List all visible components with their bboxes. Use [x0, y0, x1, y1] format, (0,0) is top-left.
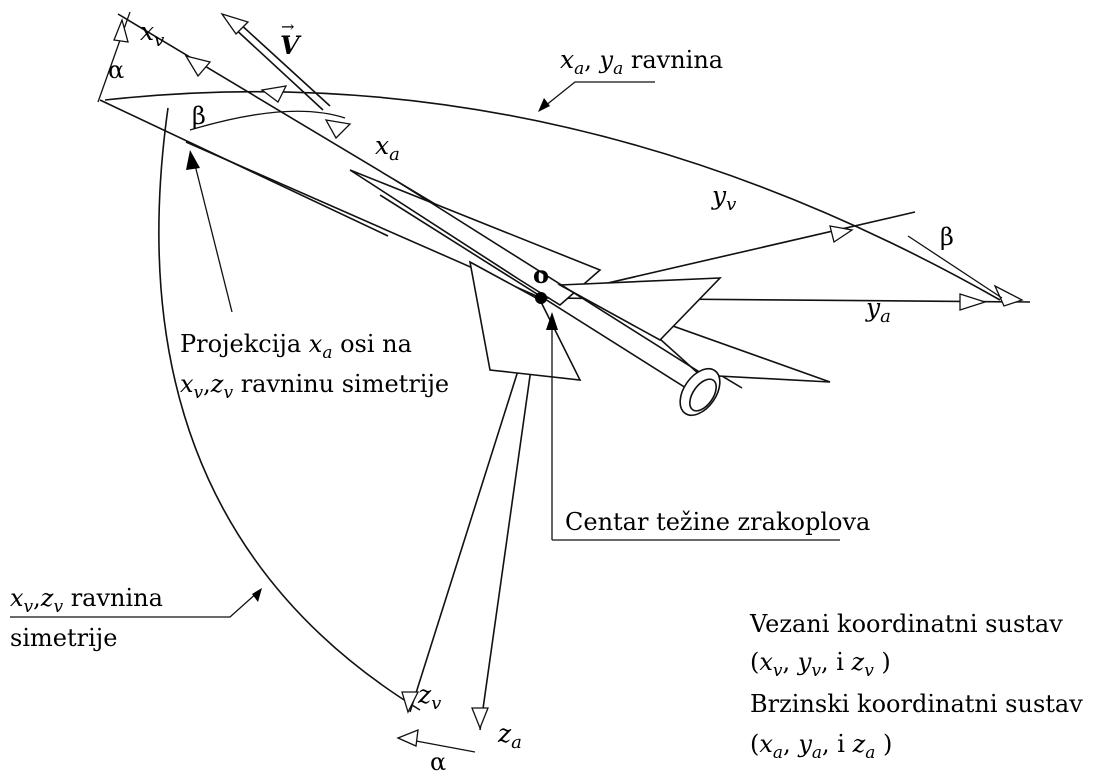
xa-ya-plane-arc — [104, 90, 1001, 301]
center-of-gravity-annotation: Centar težine zrakoplova — [565, 508, 870, 536]
symmetry-plane-leader — [10, 591, 259, 618]
yv-arrowhead — [829, 225, 854, 244]
aircraft-model — [349, 169, 831, 416]
xa-label: xa — [375, 131, 400, 165]
zv-label: zv — [417, 680, 441, 714]
xa-arrowhead — [324, 119, 352, 140]
projection-leader-arrow — [186, 150, 200, 170]
projection-annotation-line2: xv,zv ravninu simetrije — [180, 370, 449, 403]
velocity-vector-line — [231, 25, 324, 111]
zv-arrowhead — [401, 691, 420, 714]
symmetry-plane-annotation-line1: xv,zv ravnina — [10, 584, 163, 617]
symmetry-plane-leader-arrow — [252, 588, 262, 602]
za-label: za — [497, 719, 522, 753]
alpha-bottom-label: α — [430, 748, 446, 776]
symmetry-plane-arc — [158, 107, 421, 711]
velocity-system-axes: (xa, ya, i za ) — [750, 730, 892, 763]
beta-arc-top — [189, 110, 346, 131]
yv-label: yv — [711, 181, 736, 215]
beta-top-label: β — [192, 102, 206, 130]
za-arrowhead — [471, 707, 489, 730]
xa-ya-plane-leader-arrow — [538, 98, 550, 112]
velocity-vector-arrow-mark: → — [281, 17, 294, 36]
velocity-system-title: Brzinski koordinatni sustav — [750, 690, 1083, 718]
xa-ya-plane-leader — [539, 81, 655, 111]
alpha-arm-left — [97, 11, 131, 103]
body-system-axes: (xv, yv, i zv ) — [750, 648, 891, 681]
alpha-bottom-arrow — [396, 728, 419, 747]
projection-annotation-line1: Projekcija xa osi na — [180, 330, 412, 363]
ya-label: ya — [865, 293, 891, 327]
beta-right-arm — [907, 235, 1003, 299]
ya-arrowhead — [959, 293, 988, 311]
xv-label: xv — [140, 17, 164, 51]
beta-right-label: β — [940, 223, 954, 251]
xa-ya-plane-annotation: xa, ya ravnina — [560, 45, 723, 79]
velocity-label: V — [280, 31, 302, 60]
symmetry-plane-annotation-line2: simetrije — [10, 624, 117, 652]
center-of-gravity-point — [535, 292, 547, 304]
origin-label: o — [533, 260, 549, 289]
xa-arrowhead-2 — [260, 85, 288, 103]
velocity-vector-line2 — [237, 21, 331, 107]
velocity-arrowhead — [220, 12, 250, 36]
xv-arrowhead — [184, 54, 212, 78]
body-system-title: Vezani koordinatni sustav — [749, 610, 1063, 638]
projection-leader — [194, 164, 233, 313]
cog-leader-arrow — [546, 312, 558, 330]
alpha-top-label: α — [108, 56, 124, 84]
alpha-arrow-top — [113, 17, 129, 43]
